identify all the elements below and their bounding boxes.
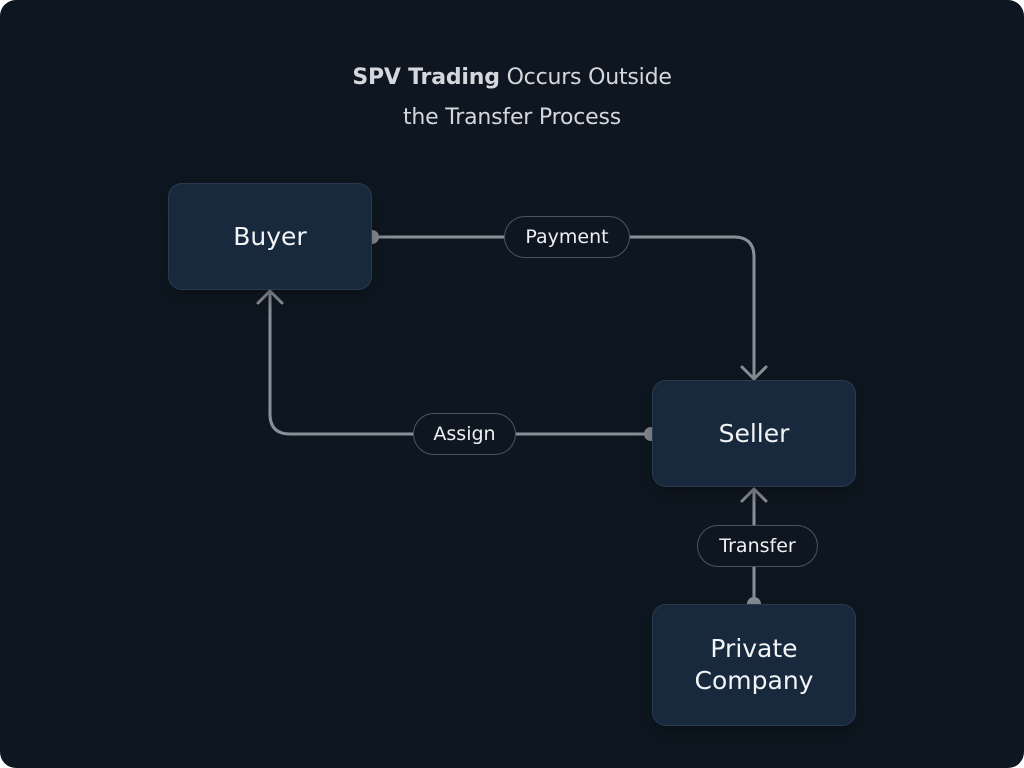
buyer-label: Buyer [233, 221, 307, 251]
assign-label-text: Assign [433, 423, 496, 445]
payment-arrowhead-icon [740, 365, 768, 381]
seller-label: Seller [718, 418, 790, 448]
assign-edge-label: Assign [413, 413, 516, 455]
payment-label-text: Payment [525, 226, 609, 248]
private-company-line-1: Private [710, 634, 798, 663]
title-rest: Occurs Outside [506, 65, 672, 90]
private-company-label: Private Company [695, 633, 814, 697]
buyer-node[interactable]: Buyer [168, 183, 372, 290]
assign-arrowhead-icon [256, 289, 284, 305]
diagram-title: SPV Trading Occurs Outside the Transfer … [0, 58, 1024, 138]
payment-edge-label: Payment [504, 216, 630, 258]
payment-edge [370, 235, 756, 380]
transfer-label-text: Transfer [719, 535, 796, 557]
seller-node[interactable]: Seller [652, 380, 856, 487]
title-bold: SPV Trading [352, 65, 500, 90]
transfer-arrowhead-icon [740, 487, 768, 503]
transfer-edge-label: Transfer [697, 525, 818, 567]
title-line-1: SPV Trading Occurs Outside [0, 58, 1024, 98]
private-company-line-2: Company [694, 666, 814, 695]
assign-edge [268, 290, 653, 436]
title-line-2: the Transfer Process [402, 105, 621, 130]
private-company-node[interactable]: Private Company [652, 604, 856, 726]
